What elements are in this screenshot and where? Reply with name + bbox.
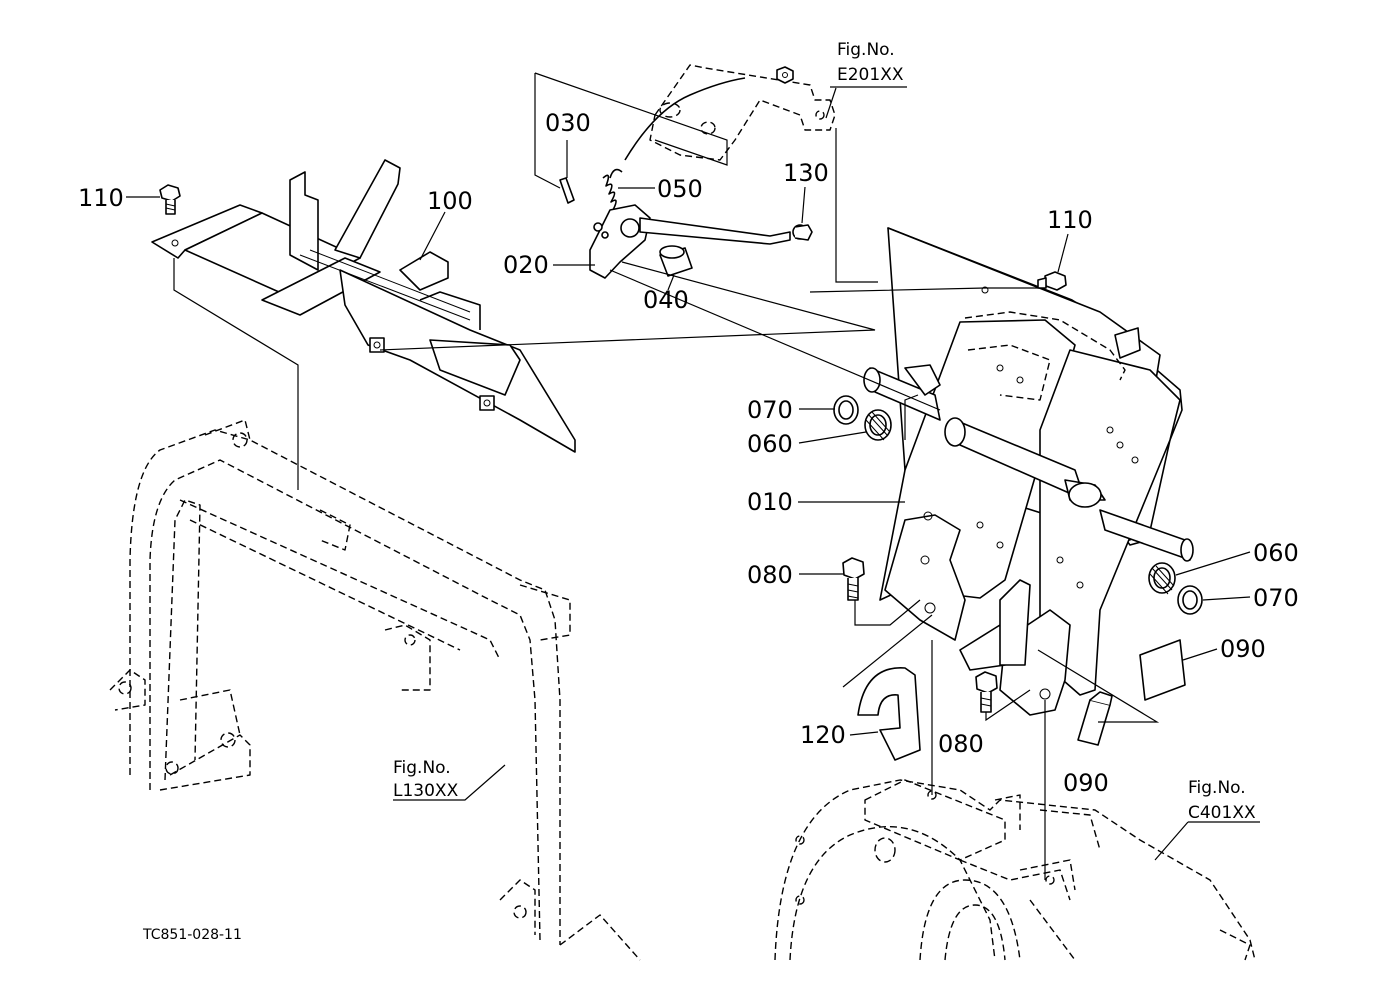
part-label: 060 xyxy=(747,430,793,458)
fig-ref-label: Fig.No. xyxy=(837,40,895,60)
case-c401-drawing xyxy=(774,779,1256,961)
fig-ref-label: Fig.No. xyxy=(393,758,451,778)
bolt-110-right-drawing xyxy=(1037,271,1067,291)
fig-ref-code: C401XX xyxy=(1188,803,1256,823)
part-label: 090 xyxy=(1063,769,1109,797)
part-label: 080 xyxy=(747,561,793,589)
fig-ref-e201: Fig.No. E201XX xyxy=(837,40,904,85)
part-label: 070 xyxy=(747,396,793,424)
part-label: 040 xyxy=(643,286,689,314)
part-label: 110 xyxy=(1047,206,1093,234)
frame-l130-drawing xyxy=(109,419,641,961)
part-label: 050 xyxy=(657,175,703,203)
fig-ref-code: L130XX xyxy=(393,781,459,801)
part-label: 090 xyxy=(1220,635,1266,663)
fig-ref-l130: Fig.No. L130XX xyxy=(393,758,459,801)
part-label: 010 xyxy=(747,488,793,516)
drawing-code: TC851-028-11 xyxy=(142,927,242,943)
part-label: 060 xyxy=(1253,539,1299,567)
pedal-pad-120-drawing xyxy=(857,667,921,761)
pedal-bracket-010-drawing xyxy=(863,227,1194,716)
part-label: 100 xyxy=(427,187,473,215)
part-label: 080 xyxy=(938,730,984,758)
fig-ref-label: Fig.No. xyxy=(1188,778,1246,798)
bolts-080-drawing xyxy=(842,557,998,713)
bracket-100-drawing xyxy=(151,159,576,453)
part-labels: 100 110 030 050 020 040 130 110 070 060 … xyxy=(78,109,1299,797)
fig-ref-c401: Fig.No. C401XX xyxy=(1188,778,1256,823)
part-label: 130 xyxy=(783,159,829,187)
part-label: 020 xyxy=(503,251,549,279)
lever-assembly-drawing xyxy=(559,77,813,279)
part-label: 110 xyxy=(78,184,124,212)
part-label: 120 xyxy=(800,721,846,749)
leader-lines xyxy=(126,72,1260,880)
part-label: 030 xyxy=(545,109,591,137)
pads-090-drawing xyxy=(1077,639,1186,746)
part-label: 070 xyxy=(1253,584,1299,612)
fig-ref-code: E201XX xyxy=(837,65,904,85)
bolt-110-left-drawing xyxy=(159,184,181,215)
bracket-e201-drawing xyxy=(649,64,836,161)
rings-bearings-drawing xyxy=(833,395,1203,615)
